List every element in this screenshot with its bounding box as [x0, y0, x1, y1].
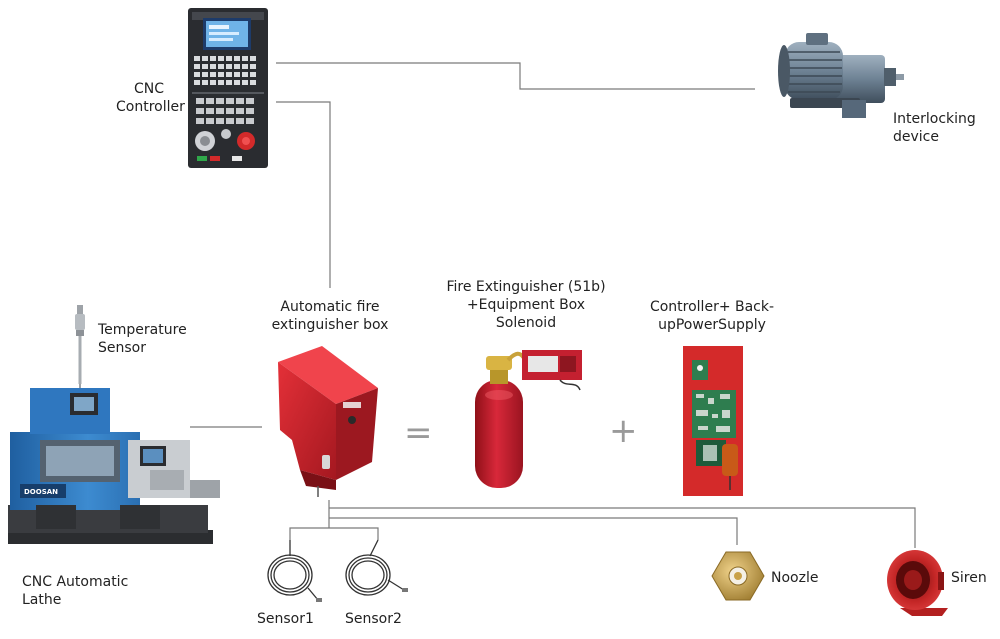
extinguisher-label-line1: Fire Extinguisher (51b) [446, 279, 606, 295]
lathe-brand-text: DOOSAN [24, 488, 58, 496]
sensor1-image [267, 540, 322, 602]
interlocking-device-label: Interlocking device [893, 110, 976, 146]
sensor2-label: Sensor2 [345, 611, 402, 627]
nozzle-image [711, 551, 765, 601]
lathe-label-line2: Lathe [22, 592, 62, 608]
interlocking-device-image [778, 33, 904, 118]
controller-backup-label-line2: upPowerSupply [658, 317, 766, 333]
fire-extinguisher-label: Fire Extinguisher (51b) +Equipment Box S… [438, 278, 614, 332]
extinguisher-label-line2: +Equipment Box [466, 297, 586, 313]
extinguisher-label-line3: Solenoid [495, 315, 557, 331]
siren-image [887, 550, 948, 616]
lathe-label-line1: CNC Automatic [22, 574, 129, 590]
fire-extinguisher-image [475, 350, 582, 488]
controller-backup-image [683, 346, 743, 496]
nozzle-label: Noozle [771, 570, 819, 586]
fire-extinguisher-box-image [278, 346, 378, 497]
controller-backup-label-line1: Controller+ Back- [649, 299, 775, 315]
controller-backup-label: Controller+ Back- upPowerSupply [632, 298, 792, 334]
fire-box-label-line2: extinguisher box [271, 317, 389, 333]
temperature-label-line2: Sensor [98, 340, 146, 356]
line-controller-firebox [276, 101, 331, 288]
temperature-label-line1: Temperature [98, 322, 187, 338]
line-controller-interlock [276, 62, 755, 90]
line-to-nozzle [329, 517, 738, 545]
line-to-siren [329, 507, 916, 548]
sensor1-label: Sensor1 [257, 611, 314, 627]
cnc-lathe-image: DOOSAN [8, 388, 220, 544]
cnc-lathe-label: CNC Automatic Lathe [22, 573, 128, 609]
plus-sign: + [609, 411, 638, 451]
cnc-controller-image [188, 8, 268, 168]
interlocking-label-line1: Interlocking [893, 111, 976, 127]
temperature-sensor-image [75, 305, 85, 392]
siren-label: Siren [951, 570, 987, 586]
fire-box-label-line1: Automatic fire [280, 299, 380, 315]
equals-sign: = [404, 413, 433, 453]
connection-lines [190, 62, 916, 548]
cnc-controller-label: CNC Controller [116, 80, 185, 116]
interlocking-label-line2: device [893, 129, 939, 145]
line-to-sensors [289, 527, 379, 540]
temperature-sensor-label: Temperature Sensor [98, 321, 187, 357]
cnc-controller-label-line1: CNC [133, 81, 165, 97]
sensor2-image [345, 539, 408, 596]
cnc-controller-label-line2: Controller [116, 99, 185, 115]
auto-fire-box-label: Automatic fire extinguisher box [260, 298, 400, 334]
